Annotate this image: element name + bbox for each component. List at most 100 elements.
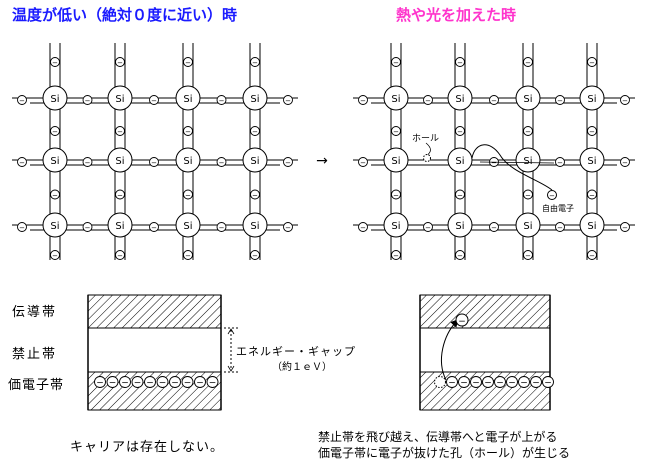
valence-electron: − — [506, 376, 518, 389]
svg-text:Si: Si — [523, 156, 532, 167]
bond-electron: − — [555, 95, 565, 105]
svg-text:−: − — [151, 224, 157, 232]
svg-text:−: − — [557, 224, 563, 232]
bond-electron: − — [358, 95, 368, 105]
svg-text:Si: Si — [250, 156, 259, 167]
bond-electron: − — [50, 250, 60, 260]
svg-text:Si: Si — [115, 94, 124, 105]
svg-text:−: − — [525, 252, 531, 260]
bond-electron: − — [489, 222, 499, 232]
left-band-diagram: −−−−−−−−−− — [87, 294, 222, 411]
svg-text:−: − — [457, 252, 463, 260]
svg-text:−: − — [185, 59, 191, 67]
svg-text:Si: Si — [115, 221, 124, 232]
svg-text:Si: Si — [523, 221, 532, 232]
bond-electron: − — [489, 95, 499, 105]
bond-electron: − — [587, 126, 597, 136]
forbidden-band-label: 禁止帯 — [12, 347, 57, 362]
svg-text:−: − — [393, 59, 399, 67]
valence-electron: − — [482, 376, 494, 389]
bond-electron: − — [523, 189, 533, 200]
silicon-atom: Si — [383, 212, 409, 238]
svg-text:−: − — [285, 224, 291, 232]
bond-electron: − — [216, 157, 227, 167]
svg-text:−: − — [457, 59, 463, 67]
svg-text:−: − — [622, 97, 628, 105]
bond-electron: − — [50, 57, 60, 67]
valence-electron: − — [518, 376, 530, 389]
valence-electron: − — [530, 376, 542, 389]
bond-electron: − — [555, 157, 565, 167]
bond-electron: − — [455, 250, 465, 260]
svg-text:−: − — [393, 252, 399, 260]
energy-gap-label: エネルギー・ギャップ — [236, 345, 356, 358]
bond-electron: − — [115, 126, 125, 136]
silicon-atom: Si — [447, 147, 473, 173]
svg-text:−: − — [117, 59, 123, 67]
svg-text:−: − — [121, 379, 129, 389]
svg-text:−: − — [557, 159, 563, 167]
svg-text:−: − — [557, 97, 563, 105]
bond-electron: − — [50, 126, 60, 136]
svg-text:−: − — [491, 224, 497, 232]
bond-electron: − — [115, 250, 125, 260]
svg-text:−: − — [219, 224, 225, 232]
bond-electron: − — [17, 95, 27, 105]
silicon-atom: Si — [107, 212, 133, 238]
energy-gap-annotation: エネルギー・ギャップ （約１ｅＶ） — [224, 327, 356, 373]
svg-text:−: − — [146, 379, 154, 389]
silicon-atom: Si — [175, 212, 201, 238]
bond-electron: − — [115, 189, 125, 200]
svg-text:−: − — [171, 379, 179, 389]
svg-text:−: − — [360, 97, 366, 105]
free-electron — [547, 190, 557, 200]
bond-electron: − — [587, 57, 597, 67]
bond-electron: − — [250, 250, 260, 260]
svg-text:−: − — [219, 97, 225, 105]
bond-electron: − — [82, 222, 93, 232]
silicon-atom: Si — [175, 147, 201, 173]
svg-text:−: − — [425, 224, 431, 232]
svg-text:−: − — [151, 159, 157, 167]
svg-text:−: − — [252, 59, 258, 67]
left-caption: キャリアは存在しない。 — [70, 440, 225, 455]
valence-electron: − — [156, 376, 169, 389]
silicon-atom: Si — [42, 85, 68, 111]
valence-electron: − — [94, 376, 106, 389]
svg-text:−: − — [159, 379, 167, 389]
svg-text:−: − — [425, 97, 431, 105]
bond-electron: − — [358, 157, 368, 167]
svg-text:−: − — [52, 192, 58, 200]
svg-text:−: − — [285, 97, 291, 105]
silicon-atom: Si — [515, 212, 541, 238]
bond-electron: − — [50, 189, 60, 200]
svg-text:−: − — [96, 379, 104, 389]
left-conduction-band — [87, 294, 222, 329]
svg-text:Si: Si — [183, 94, 192, 105]
svg-text:Si: Si — [183, 156, 192, 167]
transition-arrow: → — [316, 153, 328, 169]
svg-text:−: − — [85, 159, 91, 167]
bond-electron: − — [250, 189, 260, 200]
svg-text:−: − — [52, 252, 58, 260]
silicon-atom: Si — [447, 85, 473, 111]
left-panel-title: 温度が低い（絶対０度に近い）時 — [12, 6, 238, 24]
svg-text:−: − — [525, 192, 531, 200]
bond-electron: − — [283, 157, 293, 167]
right-valence-electrons: −−−−−−−−− — [446, 376, 554, 389]
left-valence-electrons: −−−−−−−−−− — [94, 376, 219, 389]
svg-text:Si: Si — [455, 156, 464, 167]
svg-text:−: − — [360, 224, 366, 232]
svg-text:−: − — [252, 192, 258, 200]
svg-text:−: − — [285, 159, 291, 167]
svg-text:−: − — [134, 379, 142, 389]
valence-electron: − — [181, 376, 194, 389]
svg-text:−: − — [151, 97, 157, 105]
valence-electron: − — [119, 376, 131, 389]
bond-electron: − — [183, 189, 193, 200]
bond-electron: − — [358, 222, 368, 232]
bond-electron: − — [283, 222, 293, 232]
bond-electron: − — [183, 57, 193, 67]
svg-text:−: − — [589, 252, 595, 260]
